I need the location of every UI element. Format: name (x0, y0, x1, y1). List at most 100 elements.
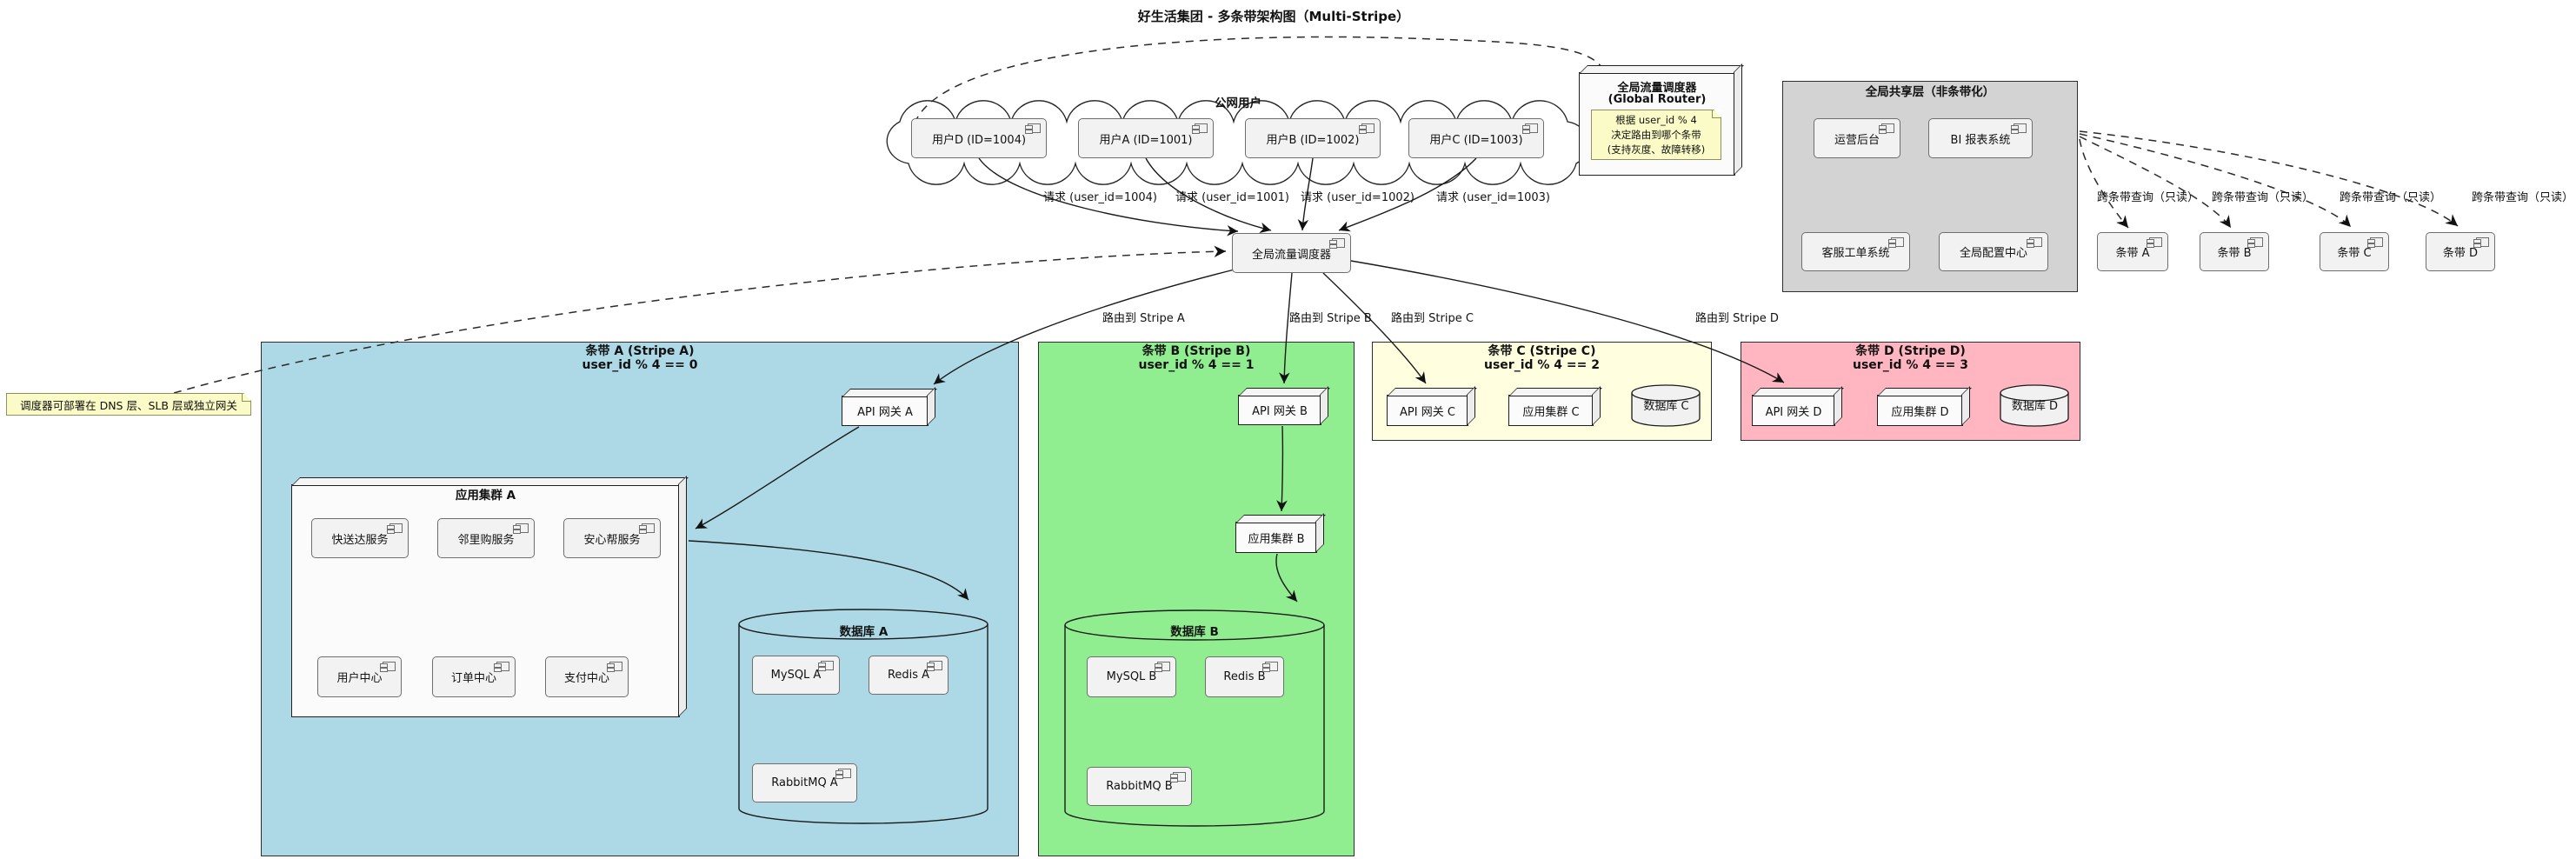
service-linligou: 邻里购服务 (437, 518, 535, 558)
node-label: API 网关 D (1765, 405, 1822, 419)
app-cluster-c-node: 应用集群 C (1508, 395, 1594, 426)
diagram-title: 好生活集团 - 多条带架构图（Multi-Stripe） (1137, 9, 1410, 24)
route-label-b: 路由到 Stripe B (1289, 312, 1372, 325)
user-node-b: 用户B (ID=1002) (1245, 118, 1381, 158)
cloud-label: 公网用户 (1215, 97, 1261, 110)
node-label: 应用集群 B (1248, 532, 1305, 546)
node-label: 应用集群 C (1522, 405, 1580, 419)
component-label: RabbitMQ B (1106, 780, 1173, 793)
app-cluster-b-node: 应用集群 B (1235, 522, 1317, 553)
component-label: 条带 B (2217, 247, 2252, 260)
stripe-a-title: 条带 A (Stripe A) (585, 344, 695, 358)
component-icon (513, 523, 529, 534)
service-user-center: 用户中心 (317, 656, 402, 697)
component-icon (1329, 238, 1345, 249)
stripe-c-rule: user_id % 4 == 2 (1484, 358, 1600, 372)
stripe-ref-a: 条带 A (2097, 232, 2168, 271)
component-icon (1155, 662, 1170, 672)
rabbitmq-a: RabbitMQ A (752, 763, 857, 802)
redis-a: Redis A (869, 656, 949, 695)
component-icon (1522, 123, 1538, 134)
component-label: 运营后台 (1834, 133, 1880, 147)
stripe-b-rule: user_id % 4 == 1 (1138, 358, 1255, 372)
component-icon (1170, 772, 1186, 782)
shared-ticket-system: 客服工单系统 (1801, 232, 1910, 271)
component-icon (2473, 237, 2489, 248)
note-line: 决定路由到哪个条带 (1611, 128, 1701, 141)
component-label: 支付中心 (563, 672, 609, 685)
api-gateway-d-node: API 网关 D (1752, 395, 1835, 426)
node-label: API 网关 B (1252, 405, 1308, 418)
cross-stripe-edges (2079, 130, 2459, 229)
deployment-note: 调度器可部署在 DNS 层、SLB 层或独立网关 (6, 393, 251, 416)
shared-layer-title: 全局共享层（非条带化） (1865, 85, 1995, 99)
component-icon (1879, 123, 1894, 134)
stripe-d-title: 条带 D (Stripe D) (1855, 344, 1966, 358)
cross-query-label: 跨条带查询（只读） (2340, 191, 2442, 204)
user-node-c: 用户C (ID=1003) (1408, 118, 1544, 158)
mysql-b: MySQL B (1087, 656, 1176, 697)
node-label: 应用集群 D (1891, 405, 1949, 419)
stripe-a-rule: user_id % 4 == 0 (582, 358, 698, 372)
api-gateway-c-node: API 网关 C (1387, 395, 1468, 426)
component-label: RabbitMQ A (771, 776, 838, 789)
component-icon (639, 523, 655, 534)
db-d-title: 数据库 D (2011, 400, 2059, 413)
stripe-ref-b: 条带 B (2200, 232, 2269, 271)
component-icon (607, 662, 622, 672)
route-label-d: 路由到 Stripe D (1695, 312, 1779, 325)
stripe-b-title: 条带 B (Stripe B) (1142, 344, 1251, 358)
component-label: 邻里购服务 (457, 533, 515, 547)
service-anxinbang: 安心帮服务 (563, 518, 661, 558)
component-label: MySQL A (770, 669, 822, 682)
component-icon (1025, 123, 1041, 134)
component-icon (387, 523, 403, 534)
component-label: 条带 D (2442, 247, 2479, 260)
component-icon (1888, 237, 1904, 248)
component-label: 安心帮服务 (583, 533, 641, 547)
component-icon (1192, 123, 1208, 134)
component-label: 全局配置中心 (1959, 247, 2027, 260)
component-icon (927, 661, 942, 671)
component-icon (818, 661, 834, 671)
user-node-d: 用户D (ID=1004) (911, 118, 1047, 158)
cross-query-label: 跨条带查询（只读） (2472, 191, 2574, 204)
request-label-1001: 请求 (user_id=1001) (1175, 191, 1289, 204)
cross-query-label: 跨条带查询（只读） (2097, 191, 2200, 204)
service-order-center: 订单中心 (432, 656, 516, 697)
app-cluster-a-title: 应用集群 A (455, 489, 516, 503)
component-label: Redis B (1223, 670, 1266, 683)
global-router-component: 全局流量调度器 (1232, 233, 1351, 273)
service-pay-center: 支付中心 (545, 656, 629, 697)
node-label: API 网关 A (857, 406, 913, 419)
shared-config-center: 全局配置中心 (1939, 232, 2048, 271)
db-b-title: 数据库 B (1170, 625, 1219, 639)
stripe-ref-c: 条带 C (2320, 232, 2389, 271)
user-node-label: 用户B (ID=1002) (1266, 133, 1360, 147)
component-label: 用户中心 (336, 672, 383, 685)
component-icon (2027, 237, 2042, 248)
component-label: BI 报表系统 (1950, 133, 2011, 147)
db-c-title: 数据库 C (1643, 400, 1689, 413)
stripe-c-title: 条带 C (Stripe C) (1488, 344, 1596, 358)
dashed-note-edges (173, 36, 1607, 394)
user-node-a: 用户A (ID=1001) (1078, 118, 1214, 158)
api-gateway-b-node: API 网关 B (1238, 395, 1321, 425)
service-kuaisongda: 快送达服务 (311, 518, 409, 558)
request-label-1004: 请求 (user_id=1004) (1043, 191, 1157, 204)
component-icon (2247, 237, 2263, 248)
shared-bi-system: BI 报表系统 (1928, 118, 2033, 158)
component-label: 全局流量调度器 (1251, 248, 1331, 262)
component-icon (494, 662, 509, 672)
component-icon (835, 769, 851, 779)
component-label: 订单中心 (450, 672, 496, 685)
api-gateway-a-node: API 网关 A (842, 396, 929, 426)
global-router-subtitle: (Global Router) (1608, 93, 1707, 106)
note-line: (支持灰度、故障转移) (1607, 143, 1706, 156)
db-a-title: 数据库 A (839, 625, 889, 639)
component-label: 条带 C (2337, 247, 2372, 260)
stripe-d-rule: user_id % 4 == 3 (1853, 358, 1968, 372)
user-node-label: 用户A (ID=1001) (1099, 133, 1193, 147)
request-label-1002: 请求 (user_id=1002) (1301, 191, 1414, 204)
